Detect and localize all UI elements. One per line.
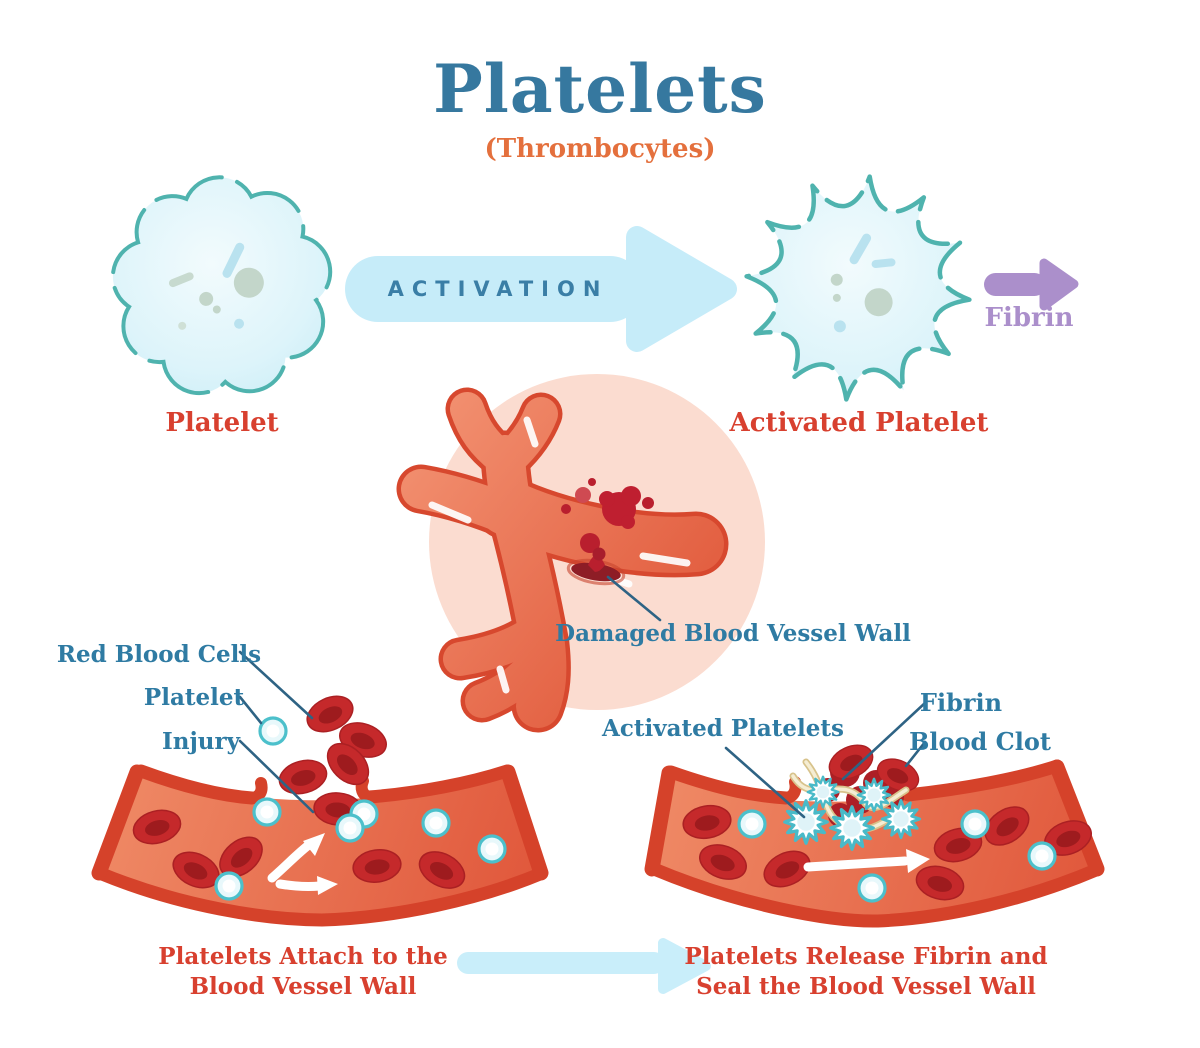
blood-clot-label: Blood Clot xyxy=(909,727,1051,756)
flow-arrow-right-icon xyxy=(803,849,930,873)
activated-platelet-illustration xyxy=(744,174,972,402)
right-caption-line1: Platelets Release Fibrin and xyxy=(684,943,1048,970)
left-caption-line2: Blood Vessel Wall xyxy=(189,973,417,1000)
activation-arrow-icon xyxy=(345,226,737,352)
fibrin-right-label: Fibrin xyxy=(919,688,1003,717)
right-caption-line2: Seal the Blood Vessel Wall xyxy=(696,973,1036,1000)
damaged-vessel-illustration xyxy=(396,374,765,733)
damaged-wall-label: Damaged Blood Vessel Wall xyxy=(555,620,911,647)
left-vessel-walls xyxy=(91,764,549,927)
platelet-leader-line xyxy=(238,695,263,725)
platelet-left-label: Platelet xyxy=(143,684,245,711)
page-title: Platelets xyxy=(433,50,767,128)
red-blood-cells-leader-line xyxy=(238,650,314,720)
activated-platelets-leader-line xyxy=(724,746,806,819)
leader-lines xyxy=(238,575,927,819)
red-blood-cells-label: Red Blood Cells xyxy=(56,641,262,668)
platelet-illustration xyxy=(110,175,333,396)
left-vessel-illustration xyxy=(91,688,549,927)
fibrin-leader-line xyxy=(841,701,927,781)
injury-leader-line xyxy=(238,739,315,814)
page-subtitle: (Thrombocytes) xyxy=(484,134,716,164)
platelet-granules xyxy=(168,242,264,330)
platelet-label: Platelet xyxy=(165,408,279,438)
right-caption: Platelets Release Fibrin and Seal the Bl… xyxy=(684,942,1047,1002)
activation-arrow-label: ACTIVATION xyxy=(387,277,609,301)
blood-clot-leader-line xyxy=(904,740,927,768)
activated-platelet-granules xyxy=(830,233,896,333)
vessel-body xyxy=(401,392,724,728)
wound-and-blood xyxy=(561,478,654,586)
injury-label: Injury xyxy=(161,728,241,755)
left-caption: Platelets Attach to the Blood Vessel Wal… xyxy=(158,942,447,1002)
fibrin-arrow-icon xyxy=(984,258,1079,311)
damaged-wall-leader-line xyxy=(606,575,662,622)
left-caption-line1: Platelets Attach to the xyxy=(158,943,448,970)
right-vessel-illustration xyxy=(644,737,1105,928)
activated-platelet-label: Activated Platelet xyxy=(729,408,989,438)
bottom-step-arrow-icon xyxy=(457,938,711,994)
flow-arrows-icon xyxy=(267,833,338,895)
fibrin-top-label: Fibrin xyxy=(984,303,1074,333)
activated-platelets-label: Activated Platelets xyxy=(602,715,844,742)
right-vessel-body xyxy=(654,768,1098,922)
